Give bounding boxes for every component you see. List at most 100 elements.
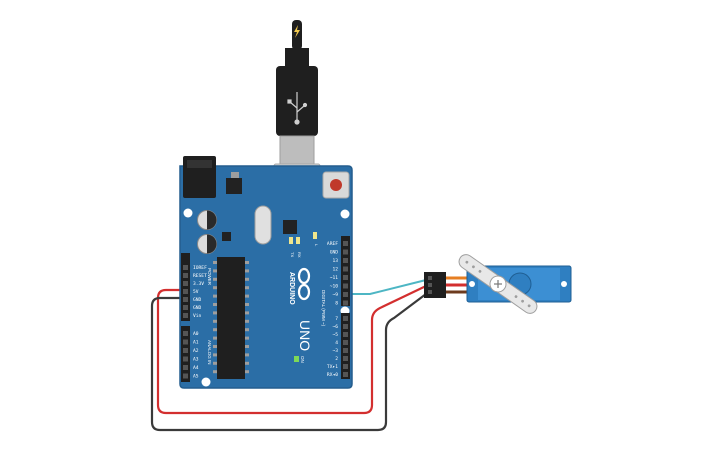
header-pin[interactable]	[183, 297, 188, 302]
wire-5v-power[interactable]	[156, 285, 427, 415]
header-pin[interactable]	[343, 332, 348, 337]
header-pin[interactable]	[183, 365, 188, 370]
digital-header-label: DIGITAL (PWM ~)	[321, 290, 326, 327]
wire-gnd[interactable]	[150, 293, 427, 432]
header-pin[interactable]	[343, 275, 348, 280]
chip-pin	[213, 319, 217, 323]
header-pin[interactable]	[343, 364, 348, 369]
pin-label: 13	[332, 258, 338, 264]
chip-pin	[245, 261, 249, 264]
chip-pin	[213, 261, 217, 264]
chip-pin	[213, 269, 217, 273]
header-pin[interactable]	[183, 305, 188, 310]
arduino-uno-board[interactable]: TX RX L ARDUINO UNO DIGITAL (PWM ~) POWE…	[179, 156, 353, 389]
chip-pin	[245, 286, 249, 290]
header-pin[interactable]	[343, 249, 348, 255]
pin-label: 12	[332, 267, 338, 273]
chip-pin	[245, 345, 249, 348]
header-pin[interactable]	[183, 281, 188, 286]
chip-pin	[213, 361, 217, 365]
board-model-label: UNO	[297, 320, 313, 351]
pin-label: GND	[193, 297, 202, 303]
header-pin[interactable]	[343, 258, 348, 263]
pin-label: 8	[335, 301, 338, 307]
chip-pin	[245, 336, 249, 340]
analog-header	[181, 326, 190, 382]
chip-pin	[213, 311, 217, 315]
pin-label: RX◂0	[327, 372, 338, 378]
header-pin[interactable]	[343, 316, 348, 321]
header-pin[interactable]	[343, 372, 348, 377]
pin-label: IOREF	[193, 265, 207, 271]
chip-pins	[213, 261, 249, 374]
chip-pin	[213, 336, 217, 340]
power-header-label: POWER	[207, 268, 212, 286]
header-pin[interactable]	[343, 266, 348, 272]
pin-label: ~3	[332, 348, 338, 354]
chip-pin	[213, 286, 217, 290]
pin-label: 4	[335, 340, 338, 346]
header-pin[interactable]	[183, 289, 188, 294]
infinity-logo-icon	[297, 267, 311, 301]
pin-label: ~6	[332, 324, 338, 330]
l-led-label: L	[314, 244, 319, 247]
chip-pin	[245, 353, 249, 357]
chip-pin	[213, 303, 217, 306]
pin-label: 5V	[193, 289, 199, 295]
atmega-chip	[217, 257, 245, 379]
screw-icon	[494, 280, 502, 288]
pin-label: 7	[335, 316, 338, 322]
power-led	[294, 356, 299, 362]
servo-motor[interactable]	[424, 251, 572, 317]
header-pin[interactable]	[343, 324, 348, 329]
chip-pin	[213, 294, 217, 298]
header-pin[interactable]	[183, 331, 188, 336]
analog-header-label: ANALOG IN	[207, 340, 212, 365]
pin-label: A1	[193, 340, 199, 346]
servo-connector[interactable]	[424, 272, 446, 298]
chip-pin	[245, 361, 249, 365]
header-pin[interactable]	[183, 356, 188, 362]
header-pin[interactable]	[183, 348, 188, 353]
pin-label: RESET	[193, 273, 207, 279]
header-pin[interactable]	[183, 339, 188, 345]
pin-label: GND	[193, 305, 202, 311]
chip-pin	[213, 370, 217, 374]
brand-label: ARDUINO	[288, 272, 295, 305]
chip-pin	[213, 345, 217, 348]
chip-pin	[245, 370, 249, 374]
chip-pin	[245, 328, 249, 332]
pin-label: AREF	[327, 241, 338, 247]
header-pin[interactable]	[343, 292, 348, 297]
pin-label: A4	[193, 365, 199, 371]
pin-label: A2	[193, 348, 199, 354]
pin-label: ~11	[330, 275, 339, 281]
header-pin[interactable]	[343, 340, 348, 345]
header-pin[interactable]	[343, 348, 348, 353]
crystal-oscillator	[254, 205, 272, 245]
usb-symbol-icon	[287, 92, 308, 125]
pin-label: GND	[330, 250, 339, 256]
header-pin[interactable]	[343, 300, 348, 306]
chip-pin	[213, 353, 217, 357]
rx-led-label: RX	[297, 252, 302, 258]
header-pin[interactable]	[343, 283, 348, 289]
digital-header-bottom	[341, 313, 350, 379]
header-pin[interactable]	[343, 356, 348, 361]
header-pin[interactable]	[183, 265, 188, 270]
chip-pin	[245, 319, 249, 323]
chip-pin	[245, 294, 249, 298]
header-pin[interactable]	[183, 313, 188, 318]
header-pin[interactable]	[343, 241, 348, 246]
pin-label: ~9	[332, 292, 338, 298]
pin-label: 2	[335, 356, 338, 362]
power-header	[181, 253, 190, 321]
lightning-icon	[294, 25, 300, 38]
tx-led-label: TX	[290, 252, 295, 257]
chip-pin	[245, 311, 249, 315]
chip-pin	[245, 277, 249, 281]
header-pin[interactable]	[183, 373, 188, 379]
chip-pin	[213, 328, 217, 332]
header-pin[interactable]	[183, 273, 188, 278]
